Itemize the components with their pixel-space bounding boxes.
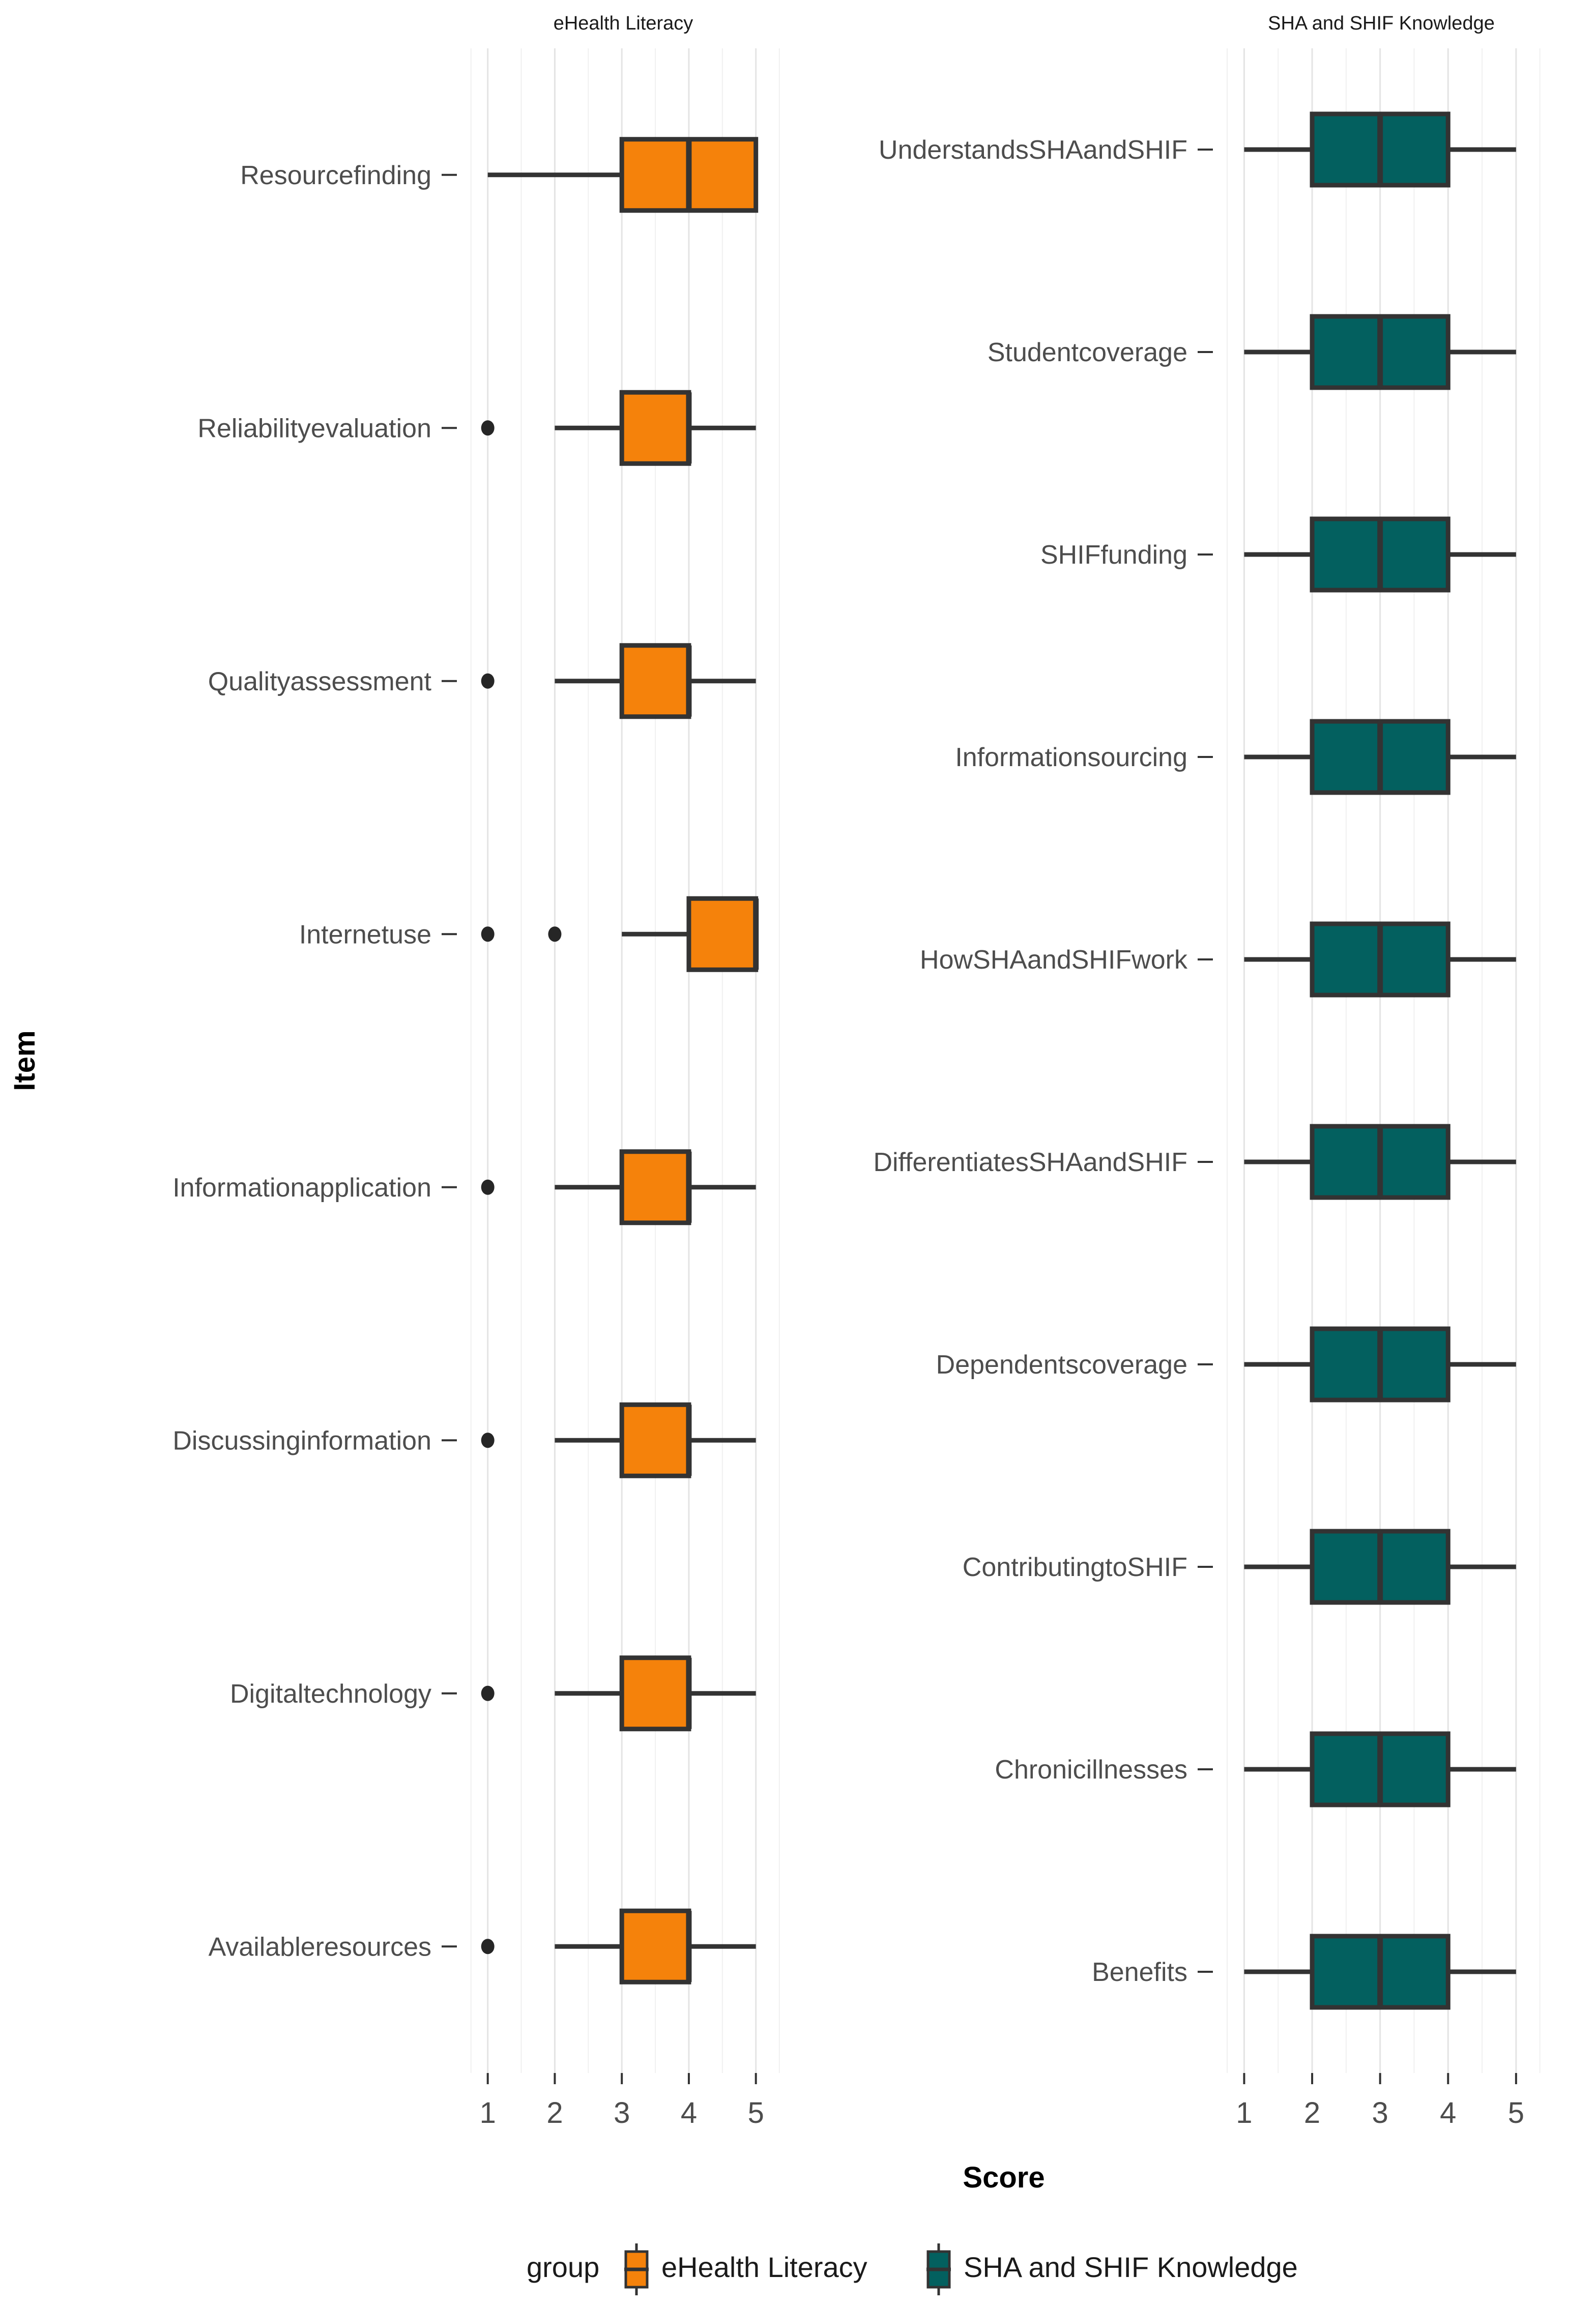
boxplot-Informationapplication [481,1149,756,1225]
boxplot-Chronicillnesses [1244,1731,1516,1807]
boxplot-Benefits [1244,1934,1516,2010]
boxplot-SHIFfunding [1244,516,1516,593]
y-axis-tick-label-Informationsourcing: Informationsourcing [955,743,1187,772]
y-axis-tick-label-Reliabilityevaluation: Reliabilityevaluation [197,414,431,443]
box-iqr [619,1655,691,1732]
y-axis-tick-label-ContributingtoSHIF: ContributingtoSHIF [963,1553,1187,1582]
legend-label: eHealth Literacy [661,2251,867,2283]
y-axis-tick-label-Dependentscoverage: Dependentscoverage [936,1350,1187,1380]
boxplot-Resourcefinding [487,137,759,213]
boxplot-HowSHAandSHIFwork [1244,921,1516,998]
y-axis-tick-label-Informationapplication: Informationapplication [172,1173,431,1203]
boxplot-Informationsourcing [1244,719,1516,795]
y-axis-tick-label-SHIFfunding: SHIFfunding [1040,540,1187,570]
y-axis-tick-label-UnderstandsSHAandSHIF: UnderstandsSHAandSHIF [879,135,1187,165]
outlier-point [481,673,495,689]
x-axis-title: Score [963,2161,1044,2194]
legend-item-ehealth-literacy[interactable]: eHealth Literacy [624,2243,867,2295]
x-axis-tick-label: 3 [1372,2096,1388,2129]
boxplot-DifferentiatesSHAandSHIF [1244,1124,1516,1200]
boxplot-Internetuse [481,896,759,972]
y-axis-tick-label-Discussinginformation: Discussinginformation [172,1426,431,1455]
y-axis-tick-label-HowSHAandSHIFwork: HowSHAandSHIFwork [920,945,1188,975]
y-axis-tick-label-Qualityassessment: Qualityassessment [208,667,432,696]
boxplot-Dependentscoverage [1244,1326,1516,1403]
boxplot-Qualityassessment [481,643,756,719]
x-axis-tick-label: 5 [1508,2096,1524,2129]
boxplot-Availableresources [481,1908,756,1984]
x-axis-tick-label: 5 [748,2096,764,2129]
boxplot-Discussinginformation [481,1402,756,1478]
legend: group eHealth Literacy SHA and SHIF Knowle… [527,2243,1298,2295]
y-axis-tick-label-Studentcoverage: Studentcoverage [988,338,1187,367]
y-axis-tick-label-Benefits: Benefits [1092,1958,1187,1987]
x-axis-tick-label: 3 [614,2096,630,2129]
boxes-right-panel [1244,111,1516,2010]
outlier-point [481,1179,495,1195]
x-axis-tick-label: 1 [1236,2096,1252,2129]
y-axis-tick-label-Resourcefinding: Resourcefinding [240,161,431,190]
y-axis-labels-left: ResourcefindingReliabilityevaluationQual… [172,161,457,1962]
outlier-point [481,926,495,942]
facet-title-left: eHealth Literacy [554,13,693,34]
legend-title: group [527,2251,599,2283]
outlier-point [481,1939,495,1954]
boxplot-Studentcoverage [1244,314,1516,390]
legend-label: SHA and SHIF Knowledge [964,2251,1298,2283]
x-axis-tick-label: 2 [546,2096,563,2129]
boxplot-ContributingtoSHIF [1244,1529,1516,1605]
box-iqr [619,643,691,719]
box-iqr [619,390,691,466]
facet-title-right: SHA and SHIF Knowledge [1268,13,1495,34]
y-axis-tick-label-DifferentiatesSHAandSHIF: DifferentiatesSHAandSHIF [873,1148,1187,1177]
box-iqr [619,1908,691,1984]
facet-titles: eHealth Literacy SHA and SHIF Knowledge [554,13,1495,34]
y-axis-tick-label-Digitaltechnology: Digitaltechnology [230,1679,431,1709]
boxplot-Reliabilityevaluation [481,390,756,466]
boxplot-Digitaltechnology [481,1655,756,1732]
outlier-point [481,1685,495,1701]
outlier-point [481,420,495,436]
y-axis-title: Item [8,1030,41,1091]
box-iqr [619,1149,691,1225]
gridlines-left-panel [470,48,780,2073]
boxplot-UnderstandsSHAandSHIF [1244,111,1516,188]
y-axis-tick-label-Internetuse: Internetuse [299,920,431,949]
y-axis-tick-label-Chronicillnesses: Chronicillnesses [995,1755,1187,1785]
x-axis-labels: 1 2 3 4 5 1 2 3 4 5 [480,2073,1524,2129]
y-axis-tick-label-Availableresources: Availableresources [209,1932,431,1962]
x-axis-tick-label: 4 [1440,2096,1456,2129]
outlier-point [481,1433,495,1448]
axis-titles: Score Item [8,1030,1045,2194]
box-iqr [686,896,759,972]
x-axis-tick-label: 2 [1304,2096,1320,2129]
legend-item-sha-shif-knowledge[interactable]: SHA and SHIF Knowledge [926,2243,1298,2295]
y-axis-labels-right: UnderstandsSHAandSHIF StudentcoverageSHIF… [873,135,1213,1987]
box-iqr [619,1402,691,1478]
outlier-point [548,926,562,942]
boxes-left-panel [481,137,759,1984]
x-axis-tick-label: 1 [480,2096,496,2129]
x-axis-tick-label: 4 [681,2096,697,2129]
